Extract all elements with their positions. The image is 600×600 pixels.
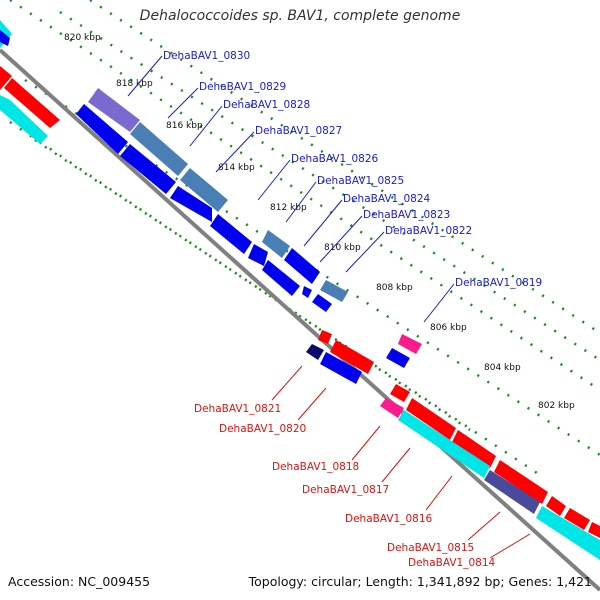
upper-gene-labels (127, 55, 455, 323)
lower-red-band (318, 330, 600, 538)
gene-label-0824: DehaBAV1_0824 (343, 193, 431, 205)
gene-label-0816: DehaBAV1_0816 (345, 513, 433, 525)
kbp-label: 812 kbp (270, 203, 307, 213)
genome-title: Dehalococcoides sp. BAV1, complete genom… (139, 8, 461, 24)
kbp-label: 804 kbp (484, 363, 521, 373)
gene-label-0814: DehaBAV1_0814 (408, 557, 496, 569)
kbp-label: 816 kbp (166, 121, 203, 131)
gene-label-0828: DehaBAV1_0828 (223, 99, 310, 111)
upper-gene-text: DehaBAV1_0830 DehaBAV1_0829 DehaBAV1_082… (163, 50, 542, 289)
accession-label: Accession: NC_009455 (8, 574, 151, 589)
gene-label-0825: DehaBAV1_0825 (317, 175, 404, 187)
gene-label-0820: DehaBAV1_0820 (219, 423, 306, 435)
gene-label-0815: DehaBAV1_0815 (387, 542, 474, 554)
gene-label-0817: DehaBAV1_0817 (302, 484, 389, 496)
gene-label-0822: DehaBAV1_0822 (385, 225, 472, 237)
gene-label-0826: DehaBAV1_0826 (291, 153, 379, 165)
kbp-scale: 820 kbp 818 kbp 816 kbp 814 kbp 812 kbp … (64, 33, 575, 411)
lower-cyan-band (380, 398, 600, 560)
kbp-label: 820 kbp (64, 33, 101, 43)
gene-label-0821: DehaBAV1_0821 (194, 403, 281, 415)
gene-label-0830: DehaBAV1_0830 (163, 50, 250, 62)
gene-blue-edge (0, 30, 10, 46)
genome-summary: Topology: circular; Length: 1,341,892 bp… (248, 574, 592, 589)
gene-label-0819: DehaBAV1_0819 (455, 277, 542, 289)
gene-label-0829: DehaBAV1_0829 (199, 81, 286, 93)
gene-0819-block (386, 334, 422, 368)
gene-label-0818: DehaBAV1_0818 (272, 461, 359, 473)
grid-dots (9, 0, 600, 477)
gene-label-0827: DehaBAV1_0827 (255, 125, 342, 137)
kbp-label: 818 kbp (116, 79, 153, 89)
kbp-label: 802 kbp (538, 401, 575, 411)
backbone (0, 48, 600, 592)
kbp-label: 810 kbp (324, 243, 361, 253)
gene-label-0823: DehaBAV1_0823 (363, 209, 450, 221)
kbp-label: 814 kbp (218, 163, 255, 173)
kbp-label: 808 kbp (376, 283, 413, 293)
red-track-left (0, 66, 60, 128)
lower-gene-leaders (271, 365, 531, 559)
lower-blue-band (306, 344, 362, 384)
kbp-label: 806 kbp (430, 323, 467, 333)
lower-gene-text: DehaBAV1_0821 DehaBAV1_0820 DehaBAV1_081… (194, 403, 496, 569)
upper-gene-band (76, 88, 348, 312)
